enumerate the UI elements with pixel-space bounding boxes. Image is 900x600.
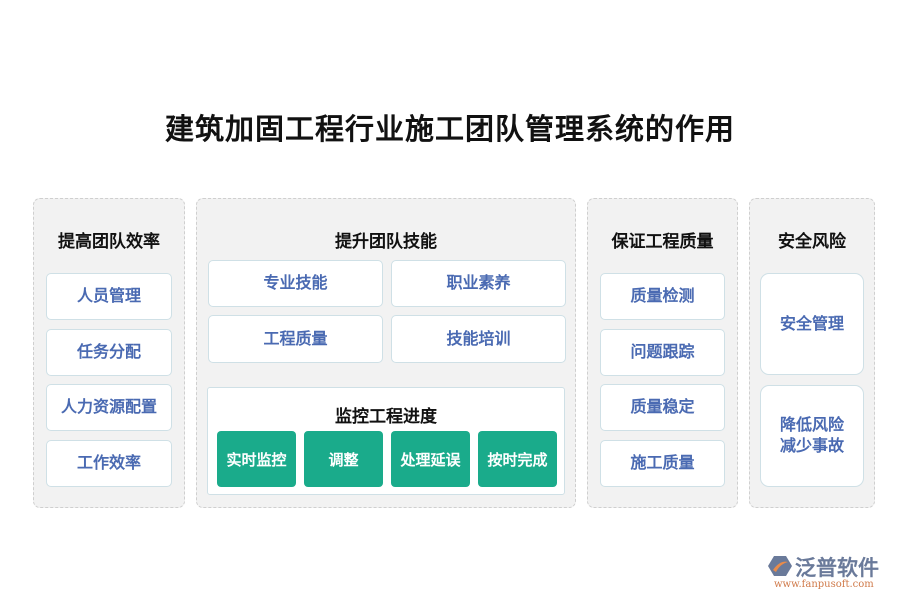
item-box: 技能培训 bbox=[391, 315, 566, 363]
logo-url: www.fanpusoft.com bbox=[774, 579, 874, 590]
page-title: 建筑加固工程行业施工团队管理系统的作用 bbox=[164, 112, 735, 146]
logo-icon bbox=[768, 556, 792, 576]
logo: 泛普软件 www.fanpusoft.com bbox=[765, 552, 900, 592]
item-box: 问题跟踪 bbox=[600, 329, 725, 376]
green-box: 实时监控 bbox=[217, 431, 296, 487]
item-box: 专业技能 bbox=[208, 260, 383, 307]
green-box: 处理延误 bbox=[391, 431, 470, 487]
item-box: 任务分配 bbox=[46, 329, 172, 376]
item-box: 施工质量 bbox=[600, 440, 725, 487]
column-header: 提高团队效率 bbox=[58, 232, 160, 252]
item-box: 安全管理 bbox=[760, 273, 864, 375]
item-box: 人力资源配置 bbox=[46, 384, 172, 431]
item-box: 质量稳定 bbox=[600, 384, 725, 431]
column-header: 保证工程质量 bbox=[611, 232, 714, 252]
item-box: 工作效率 bbox=[46, 440, 172, 487]
item-box: 质量检测 bbox=[600, 273, 725, 320]
panel-header: 监控工程进度 bbox=[335, 407, 437, 427]
column-header: 提升团队技能 bbox=[335, 232, 437, 252]
green-box: 按时完成 bbox=[478, 431, 557, 487]
column-header: 安全风险 bbox=[778, 232, 846, 252]
logo-name: 泛普软件 bbox=[795, 556, 879, 580]
green-box: 调整 bbox=[304, 431, 383, 487]
item-box: 工程质量 bbox=[208, 315, 383, 363]
item-box: 人员管理 bbox=[46, 273, 172, 320]
item-box: 降低风险 减少事故 bbox=[760, 385, 864, 487]
item-box: 职业素养 bbox=[391, 260, 566, 307]
